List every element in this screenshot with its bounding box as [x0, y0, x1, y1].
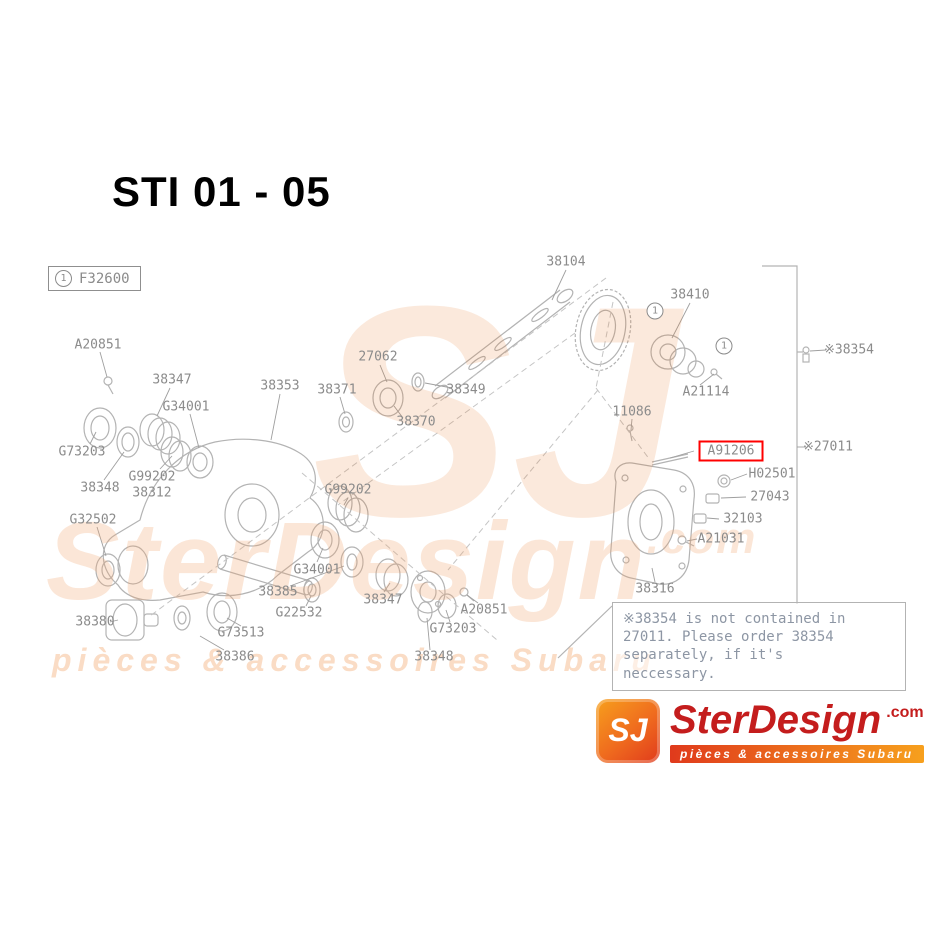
reference-lines [557, 265, 803, 659]
circled-number-marker: 1 [55, 270, 72, 287]
part-label-38353: 38353 [260, 378, 300, 394]
circled-number-marker: 1 [715, 337, 733, 355]
part-label-38354: ※38354 [823, 342, 875, 358]
part-label-38385: 38385 [258, 584, 298, 600]
part-label-27043: 27043 [750, 489, 790, 505]
center-bearing-stack-drawing [303, 485, 475, 623]
leader-lines [89, 269, 827, 651]
note-box: ※38354 is not contained in 27011. Please… [612, 602, 906, 691]
part-label-A20851: A20851 [460, 602, 508, 618]
part-label-38410: 38410 [670, 287, 710, 303]
part-label-38370: 38370 [396, 414, 436, 430]
part-label-38348: 38348 [80, 480, 120, 496]
brand-logo-name: SterDesign [670, 698, 882, 742]
part-label-32103: 32103 [723, 511, 763, 527]
part-label-27062: 27062 [358, 349, 398, 365]
part-label-G34001: G34001 [162, 399, 210, 415]
left-bearing-stack-drawing [83, 376, 214, 479]
part-label-27011: ※27011 [802, 439, 854, 455]
part-label-38104: 38104 [546, 254, 586, 270]
part-label-G73203: G73203 [58, 444, 106, 460]
part-label-38347: 38347 [152, 372, 192, 388]
part-label-38380: 38380 [75, 614, 115, 630]
part-label-38349: 38349 [446, 382, 486, 398]
part-label-38348: 38348 [414, 649, 454, 665]
pinion-bearing-drawing [338, 372, 425, 433]
part-label-G99202: G99202 [324, 482, 372, 498]
part-label-38312: 38312 [132, 485, 172, 501]
part-label-G32502: G32502 [69, 512, 117, 528]
part-label-38386: 38386 [215, 649, 255, 665]
companion-flange-drawing [105, 592, 238, 641]
part-label-G99202: G99202 [128, 469, 176, 485]
part-label-38347: 38347 [363, 592, 403, 608]
diff-cover-drawing [610, 424, 731, 585]
circled-number-marker: 1 [646, 302, 664, 320]
part-label-A91206: A91206 [698, 440, 764, 462]
construction-lines [149, 277, 651, 641]
brand-logo-text: SterDesign .com pièces & accessoires Sub… [670, 698, 924, 763]
brand-logo-name-row: SterDesign .com [670, 698, 924, 743]
clip-38354-drawing [802, 346, 810, 363]
part-label-G73513: G73513 [217, 625, 265, 641]
legend-code: F32600 [79, 270, 130, 287]
ring-gear-drawing [574, 288, 632, 372]
part-label-A20851: A20851 [74, 337, 122, 353]
brand-logo-tagline: pièces & accessoires Subaru [670, 745, 924, 763]
part-label-38316: 38316 [635, 581, 675, 597]
brand-logo-monogram: SJ [596, 698, 660, 763]
part-label-A21114: A21114 [682, 384, 730, 400]
legend-box: 1 F32600 [48, 266, 141, 291]
part-label-H02501: H02501 [748, 466, 796, 482]
page-title: STI 01 - 05 [112, 168, 331, 215]
part-label-11086: 11086 [612, 404, 652, 420]
differential-assembly-drawing [650, 334, 723, 380]
part-label-G73203: G73203 [429, 621, 477, 637]
part-label-A21031: A21031 [697, 531, 745, 547]
part-label-G34001: G34001 [293, 562, 341, 578]
brand-logo-tld: .com [886, 704, 924, 721]
part-label-38371: 38371 [317, 382, 357, 398]
part-label-G22532: G22532 [275, 605, 323, 621]
brand-logo: SJ SterDesign .com pièces & accessoires … [596, 698, 924, 763]
